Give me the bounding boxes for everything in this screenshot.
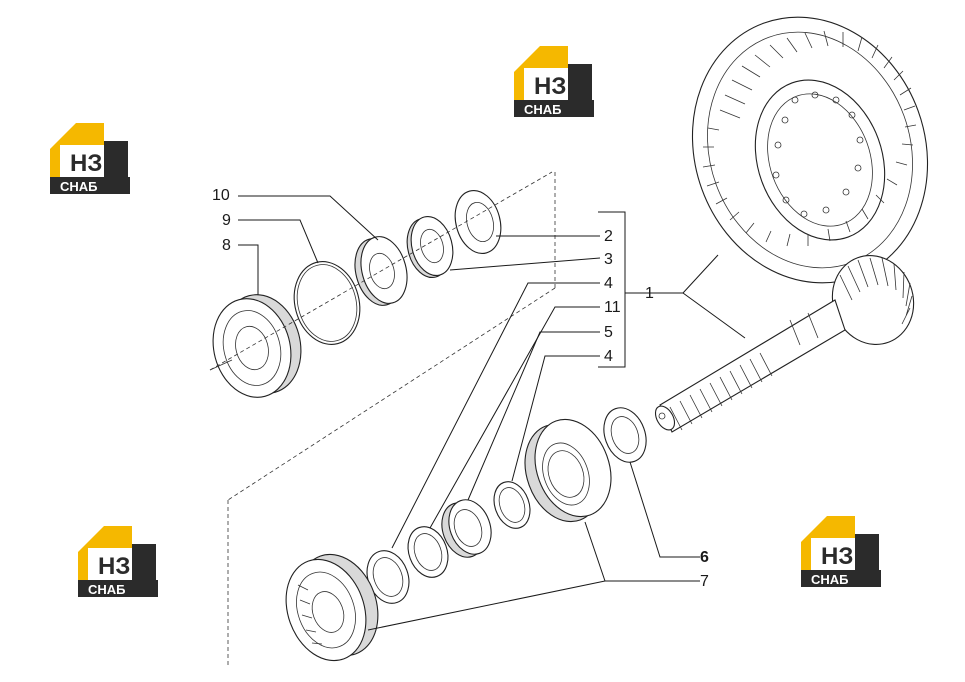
logo-left-letters: НЗ — [70, 150, 102, 177]
callout-labels: 10 9 8 2 3 4 11 5 4 1 6 7 — [212, 187, 709, 590]
flange-cover-8 — [209, 294, 302, 398]
callout-2: 2 — [604, 228, 613, 245]
logo-left-caption: СНАБ — [60, 179, 98, 194]
watermark-logo-bottom-left: НЗ СНАБ — [78, 526, 158, 597]
callout-4-upper: 4 — [604, 275, 613, 292]
logo-bl-letters: НЗ — [98, 553, 130, 580]
watermark-logo-bottom-right: НЗ СНАБ — [801, 516, 881, 587]
callout-10: 10 — [212, 187, 230, 204]
logo-top-letters: НЗ — [534, 73, 566, 100]
logo-br-letters: НЗ — [821, 543, 853, 570]
callout-4-lower: 4 — [604, 348, 613, 365]
slotted-nut-3 — [406, 216, 454, 278]
callout-7: 7 — [700, 573, 709, 590]
callout-8: 8 — [222, 237, 231, 254]
logo-bl-caption: СНАБ — [88, 582, 126, 597]
logo-br-caption: СНАБ — [811, 572, 849, 587]
bearing-10 — [354, 236, 408, 306]
o-ring-9 — [293, 261, 361, 345]
watermark-logo-top: НЗ СНАБ — [514, 46, 594, 117]
callout-6: 6 — [700, 549, 709, 566]
callout-5: 5 — [604, 324, 613, 341]
leader-lines — [238, 195, 746, 631]
taper-bearing-lower-7 — [285, 553, 379, 662]
shim-washer-2 — [454, 190, 502, 254]
callout-11: 11 — [604, 299, 621, 316]
callout-1: 1 — [645, 285, 654, 302]
logo-top-caption: СНАБ — [524, 102, 562, 117]
watermark-logo-left: НЗ СНАБ — [50, 123, 130, 194]
pinion-shaft — [654, 255, 915, 433]
collar-5 — [441, 499, 492, 558]
assembly-boundary-dashed — [209, 171, 556, 668]
taper-bearing-upper-7 — [524, 418, 612, 523]
callout-9: 9 — [222, 212, 231, 229]
callout-3: 3 — [604, 251, 613, 268]
shim-6 — [603, 407, 647, 463]
bevel-ring-gear — [691, 16, 929, 284]
ring-4-upper — [493, 481, 531, 529]
spacer-11 — [407, 526, 449, 578]
